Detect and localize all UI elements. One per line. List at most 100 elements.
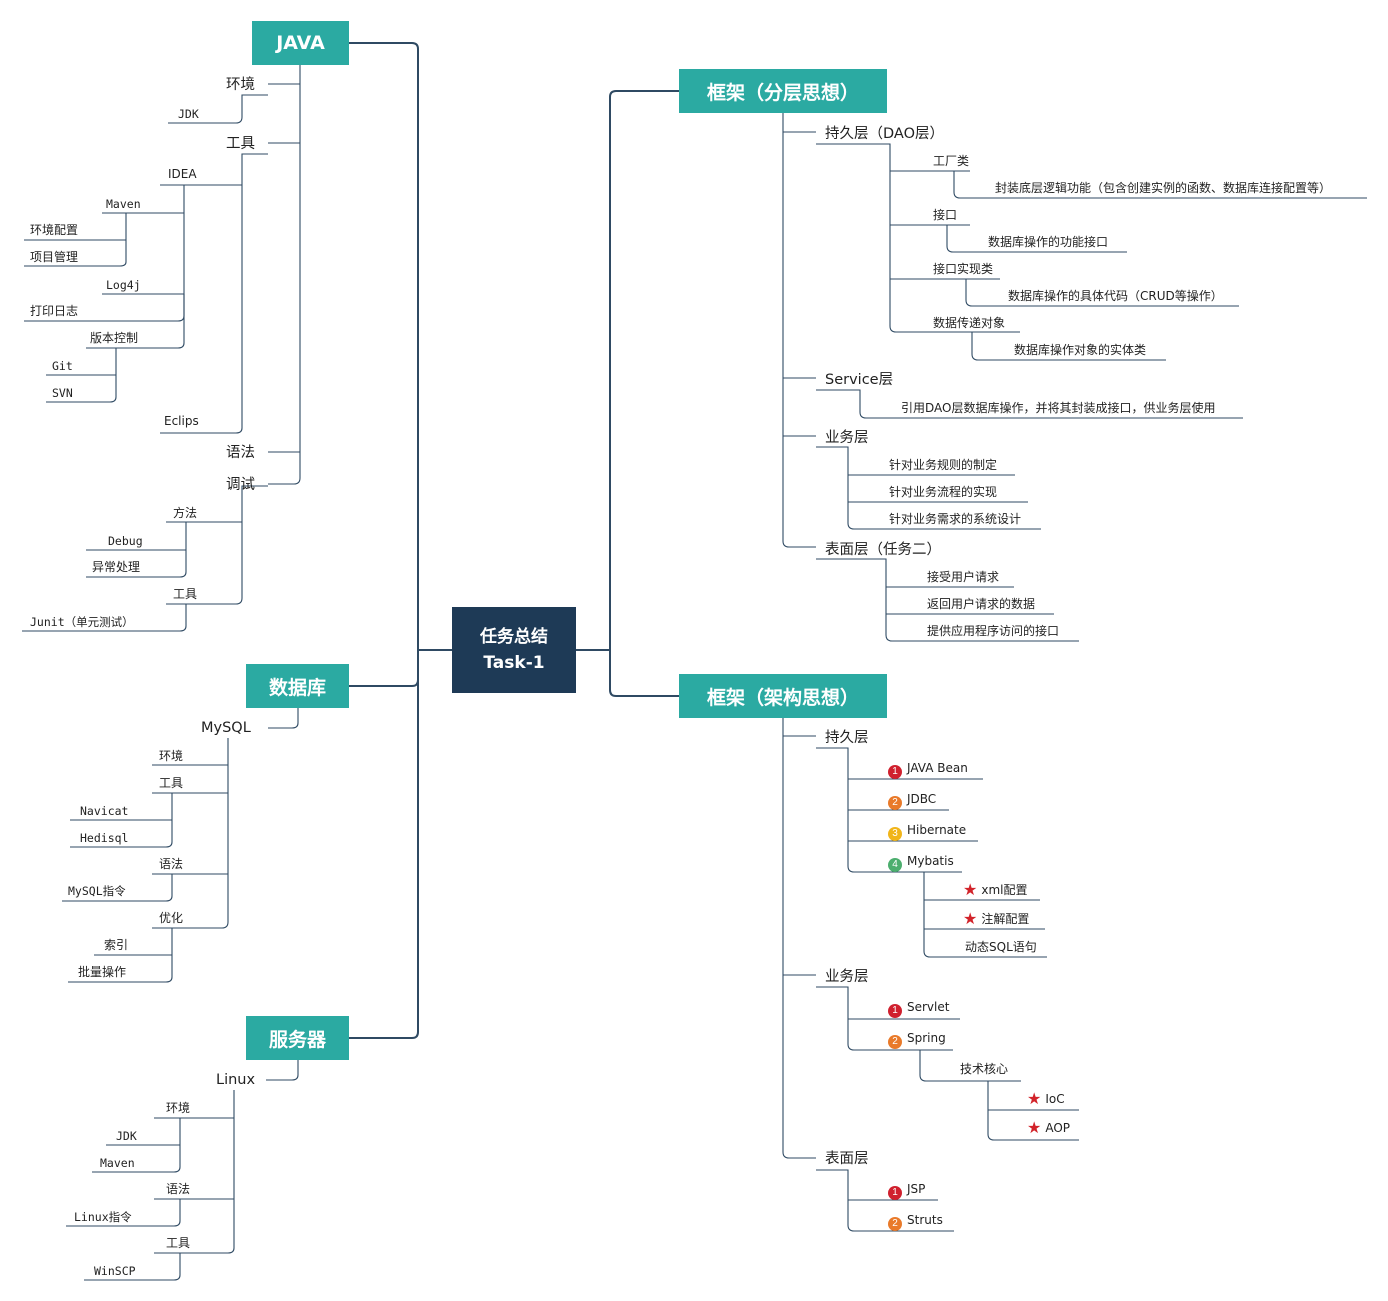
java-debug-tools[interactable]: 工具 (173, 587, 198, 601)
connector-line (946, 225, 1127, 253)
layer-service-desc[interactable]: 引用DAO层数据库操作，并将其封装成接口，供业务层使用 (901, 401, 1216, 415)
arch-annotation[interactable]: ★注解配置 (963, 911, 1029, 927)
connector-line (816, 558, 1079, 642)
layer-biz-3[interactable]: 针对业务需求的系统设计 (889, 512, 1022, 526)
connector-line (86, 522, 187, 578)
java-svn[interactable]: SVN (52, 386, 73, 400)
java-maven[interactable]: Maven (106, 197, 141, 211)
java-syntax[interactable]: 语法 (226, 445, 255, 461)
layer-biz-2[interactable]: 针对业务流程的实现 (889, 485, 998, 499)
java-log4j[interactable]: Log4j (106, 278, 141, 292)
layer-view[interactable]: 表面层（任务二） (825, 542, 941, 558)
connector-line (816, 986, 953, 1051)
arch-dynamic-sql[interactable]: 动态SQL语句 (965, 940, 1037, 954)
db-tools[interactable]: 工具 (159, 776, 184, 790)
java-git[interactable]: Git (52, 359, 73, 373)
topic-framework-architecture[interactable]: 框架（架构思想） (679, 674, 887, 718)
java-exception[interactable]: 异常处理 (92, 560, 141, 574)
java-log4j-print[interactable]: 打印日志 (30, 304, 79, 318)
layer-interface[interactable]: 接口 (933, 208, 958, 222)
java-maven-env[interactable]: 环境配置 (30, 223, 79, 237)
server-maven[interactable]: Maven (100, 1156, 135, 1170)
db-optimize[interactable]: 优化 (159, 911, 184, 925)
arch-biz[interactable]: 业务层 (825, 969, 869, 985)
topic-framework-layered[interactable]: 框架（分层思想） (679, 69, 887, 113)
db-env[interactable]: 环境 (159, 749, 184, 763)
server-linux[interactable]: Linux (216, 1072, 256, 1088)
arch-xml[interactable]: ★xml配置 (963, 882, 1027, 898)
server-winscp[interactable]: WinSCP (94, 1264, 136, 1278)
db-mysql[interactable]: MySQL (201, 720, 251, 736)
topic-server[interactable]: 服务器 (246, 1016, 349, 1060)
connector-line (266, 1060, 299, 1081)
layer-factory[interactable]: 工厂类 (933, 154, 970, 168)
java-maven-project[interactable]: 项目管理 (30, 250, 79, 264)
arch-ioc-label: IoC (1045, 1092, 1065, 1106)
arch-hibernate-label: Hibernate (907, 823, 967, 837)
db-syntax[interactable]: 语法 (159, 857, 184, 871)
arch-ioc[interactable]: ★IoC (1027, 1091, 1065, 1107)
layer-view-2[interactable]: 返回用户请求的数据 (927, 597, 1036, 611)
java-debug[interactable]: 调试 (226, 477, 255, 493)
java-eclips[interactable]: Eclips (164, 414, 199, 428)
topic-java[interactable]: JAVA (252, 21, 349, 65)
connector-line (268, 65, 301, 485)
server-tools[interactable]: 工具 (166, 1236, 191, 1250)
layer-view-1[interactable]: 接受用户请求 (927, 570, 1000, 584)
arch-spring-label: Spring (907, 1031, 946, 1045)
priority-3-icon: 3 (888, 827, 902, 841)
layer-impl-desc[interactable]: 数据库操作的具体代码（CRUD等操作） (1008, 289, 1223, 303)
layer-view-3[interactable]: 提供应用程序访问的接口 (927, 624, 1060, 638)
arch-core[interactable]: 技术核心 (960, 1062, 1009, 1076)
layer-factory-desc[interactable]: 封装底层逻辑功能（包含创建实例的函数、数据库连接配置等） (995, 181, 1332, 195)
connector-line (22, 604, 187, 632)
java-idea[interactable]: IDEA (168, 167, 197, 181)
layer-biz-1[interactable]: 针对业务规则的制定 (889, 458, 998, 472)
arch-aop[interactable]: ★AOP (1027, 1120, 1070, 1136)
java-env-jdk[interactable]: JDK (178, 107, 199, 121)
java-junit[interactable]: Junit（单元测试） (30, 615, 134, 629)
layer-impl[interactable]: 接口实现类 (933, 262, 994, 276)
layer-service[interactable]: Service层 (825, 372, 894, 388)
server-syntax[interactable]: 语法 (166, 1182, 191, 1196)
db-hedisql[interactable]: Hedisql (80, 831, 129, 845)
java-tools[interactable]: 工具 (226, 136, 255, 152)
connector-line (24, 294, 185, 322)
connector-line (349, 650, 419, 687)
priority-2-icon: 2 (888, 1217, 902, 1231)
arch-hibernate[interactable]: 3 Hibernate (888, 822, 966, 841)
connector-line (168, 94, 268, 124)
java-env[interactable]: 环境 (226, 77, 255, 93)
server-jdk[interactable]: JDK (116, 1129, 137, 1143)
connector-line (816, 747, 962, 873)
connector-line (160, 153, 268, 434)
java-version-control[interactable]: 版本控制 (90, 331, 139, 345)
arch-persist[interactable]: 持久层 (825, 730, 869, 746)
star-icon: ★ (1027, 1089, 1042, 1108)
arch-view[interactable]: 表面层 (825, 1151, 869, 1167)
layer-interface-desc[interactable]: 数据库操作的功能接口 (988, 235, 1109, 249)
connector-line (92, 1118, 181, 1173)
layer-biz[interactable]: 业务层 (825, 430, 869, 446)
topic-database[interactable]: 数据库 (246, 664, 349, 708)
java-debug-method[interactable]: 方法 (173, 506, 198, 520)
root-node[interactable]: 任务总结 Task-1 (452, 607, 576, 693)
layer-dto[interactable]: 数据传递对象 (933, 316, 1006, 330)
server-linux-cmd[interactable]: Linux指令 (74, 1210, 132, 1224)
db-mysql-cmd[interactable]: MySQL指令 (68, 884, 126, 898)
db-navicat[interactable]: Navicat (80, 804, 129, 818)
server-env[interactable]: 环境 (166, 1101, 191, 1115)
layer-dao[interactable]: 持久层（DAO层） (825, 126, 944, 142)
db-index[interactable]: 索引 (104, 938, 129, 952)
java-debug-item[interactable]: Debug (108, 534, 143, 548)
db-batch[interactable]: 批量操作 (78, 965, 127, 979)
layer-dto-desc[interactable]: 数据库操作对象的实体类 (1014, 343, 1147, 357)
